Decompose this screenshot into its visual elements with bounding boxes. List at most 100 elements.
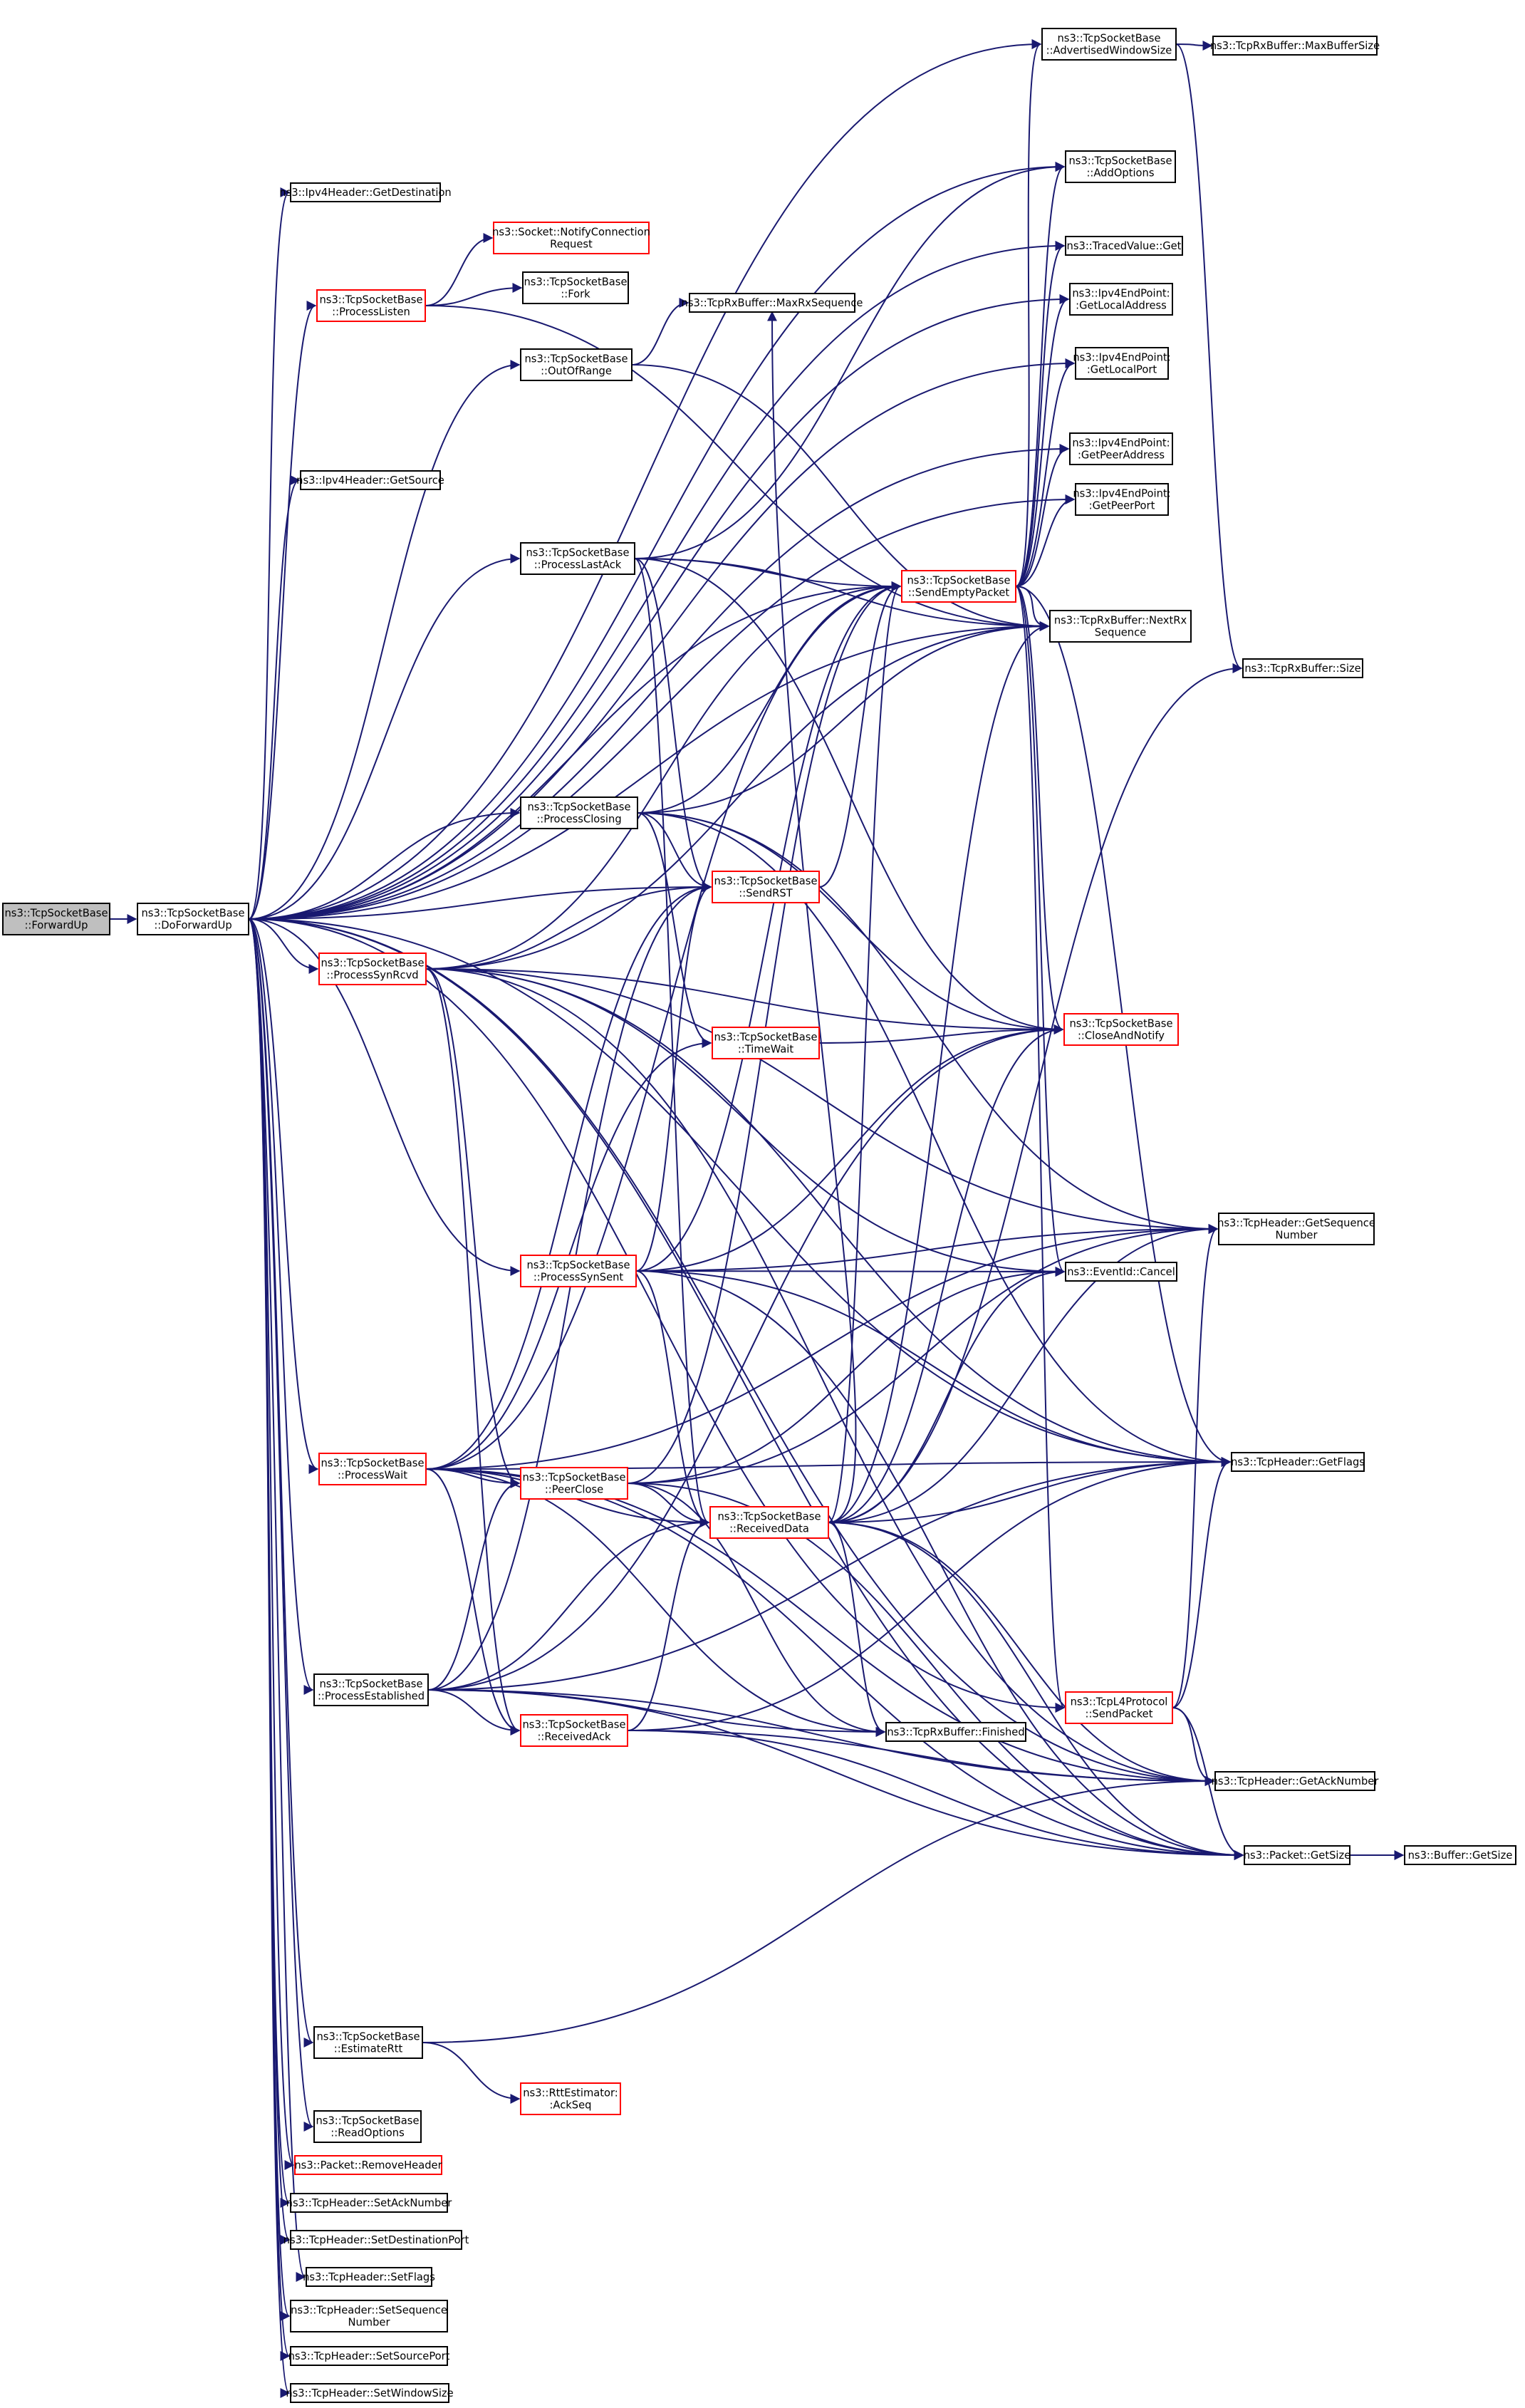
- node-finished[interactable]: ns3::TcpRxBuffer::Finished: [885, 1722, 1026, 1742]
- edge-doforwardup-to-processwait: [248, 918, 319, 1474]
- edge-processlisten-to-nextrxseq: [425, 305, 1050, 631]
- node-removeheader[interactable]: ns3::Packet::RemoveHeader: [294, 2155, 443, 2175]
- node-sendrst[interactable]: ns3::TcpSocketBase::SendRST: [712, 871, 820, 903]
- node-ipv4_getsource[interactable]: ns3::Ipv4Header::GetSource: [296, 470, 444, 490]
- node-setflags[interactable]: ns3::TcpHeader::SetFlags: [303, 2267, 435, 2287]
- node-getpeerport[interactable]: ns3::Ipv4EndPoint::GetPeerPort: [1073, 483, 1171, 516]
- edge-advwindowsize-to-rxbuffersize: [1175, 43, 1243, 673]
- node-doforwardup[interactable]: ns3::TcpSocketBase::DoForwardUp: [137, 903, 249, 935]
- node-box: [522, 271, 629, 304]
- node-label: ns3::TcpHeader::GetFlags: [1231, 1456, 1365, 1468]
- node-fork[interactable]: ns3::TcpSocketBase::Fork: [522, 271, 629, 304]
- node-label: ns3::Buffer::GetSize: [1408, 1849, 1513, 1862]
- node-processlastack[interactable]: ns3::TcpSocketBase::ProcessLastAck: [520, 542, 635, 575]
- node-receivedack[interactable]: ns3::TcpSocketBase::ReceivedAck: [520, 1714, 628, 1747]
- edge-sendemptypacket-to-getlocalport: [1015, 358, 1076, 587]
- node-packetgetsize[interactable]: ns3::Packet::GetSize: [1244, 1845, 1350, 1865]
- node-ipv4_getdest[interactable]: ns3::Ipv4Header::GetDestination: [279, 182, 452, 202]
- edge-processclosing-to-nextrxseq: [637, 621, 1050, 814]
- node-sendemptypacket[interactable]: ns3::TcpSocketBase::SendEmptyPacket: [901, 570, 1016, 603]
- node-addoptions[interactable]: ns3::TcpSocketBase::AddOptions: [1065, 150, 1176, 183]
- node-peerclose[interactable]: ns3::TcpSocketBase::PeerClose: [520, 1467, 628, 1500]
- node-setsourceport[interactable]: ns3::TcpHeader::SetSourcePort: [288, 2346, 450, 2366]
- edge-processclosing-to-closeandnotify: [637, 812, 1064, 1034]
- node-getacknumber[interactable]: ns3::TcpHeader::GetAckNumber: [1212, 1771, 1380, 1791]
- node-box: [1244, 1845, 1350, 1865]
- node-label: ::ProcessWait: [338, 1470, 407, 1482]
- edge-receiveddata-to-getseqnumber: [828, 1224, 1219, 1523]
- node-setdestport[interactable]: ns3::TcpHeader::SetDestinationPort: [283, 2230, 469, 2250]
- node-receiveddata[interactable]: ns3::TcpSocketBase::ReceivedData: [709, 1506, 829, 1539]
- edge-doforwardup-to-processestablished: [248, 918, 314, 1695]
- node-forwardup[interactable]: ns3::TcpSocketBase::ForwardUp: [2, 903, 110, 935]
- node-timewait[interactable]: ns3::TcpSocketBase::TimeWait: [712, 1027, 820, 1059]
- node-label: :AckSeq: [549, 2100, 591, 2112]
- node-readoptions[interactable]: ns3::TcpSocketBase::ReadOptions: [313, 2110, 422, 2143]
- node-tracedvalueget[interactable]: ns3::TracedValue::Get: [1065, 236, 1183, 256]
- node-box: [520, 348, 633, 381]
- node-outofrange[interactable]: ns3::TcpSocketBase::OutOfRange: [520, 348, 633, 381]
- edge-receiveddata-to-getflags: [828, 1457, 1232, 1523]
- edge-timewait-to-closeandnotify: [818, 1024, 1064, 1044]
- node-label: ns3::TcpHeader::SetAckNumber: [286, 2197, 453, 2209]
- node-processclosing[interactable]: ns3::TcpSocketBase::ProcessClosing: [520, 796, 638, 829]
- edge-doforwardup-to-addoptions: [248, 162, 1066, 920]
- edge-doforwardup-to-processlisten: [248, 301, 317, 920]
- node-label: ::DoForwardUp: [154, 920, 231, 932]
- node-box: [709, 1506, 829, 1539]
- node-box: [1049, 610, 1192, 643]
- node-label: ::ProcessSynSent: [534, 1272, 624, 1284]
- node-box: [1075, 347, 1169, 380]
- edge-doforwardup-to-ipv4_getsource: [248, 475, 301, 920]
- node-box: [1218, 1213, 1375, 1245]
- node-box: [300, 470, 441, 490]
- node-getflags[interactable]: ns3::TcpHeader::GetFlags: [1231, 1452, 1365, 1472]
- node-label: ::ProcessLastAck: [534, 559, 622, 571]
- node-label: ns3::RttEstimator:: [523, 2087, 618, 2100]
- node-box: [318, 953, 427, 985]
- node-closeandnotify[interactable]: ns3::TcpSocketBase::CloseAndNotify: [1063, 1013, 1179, 1046]
- edge-processestablished-to-receivedack: [427, 1689, 521, 1735]
- node-box: [1075, 483, 1169, 516]
- node-processestablished[interactable]: ns3::TcpSocketBase::ProcessEstablished: [313, 1673, 429, 1706]
- node-box: [290, 2300, 448, 2332]
- node-box: [290, 182, 441, 202]
- node-box: [1214, 1771, 1375, 1791]
- node-maxbuffersize[interactable]: ns3::TcpRxBuffer::MaxBufferSize: [1210, 36, 1380, 56]
- node-setacknumber[interactable]: ns3::TcpHeader::SetAckNumber: [286, 2193, 453, 2213]
- edge-processclosing-to-sendrst: [637, 812, 712, 892]
- node-estimatertt[interactable]: ns3::TcpSocketBase::EstimateRtt: [313, 2026, 423, 2059]
- node-getlocaladdress[interactable]: ns3::Ipv4EndPoint::GetLocalAddress: [1069, 283, 1173, 316]
- edge-processsynsent-to-getflags: [635, 1270, 1232, 1467]
- node-processlisten[interactable]: ns3::TcpSocketBase::ProcessListen: [316, 289, 426, 322]
- node-maxrxseq[interactable]: ns3::TcpRxBuffer::MaxRxSequence: [682, 293, 863, 313]
- node-label: ns3::TcpSocketBase: [522, 1719, 625, 1731]
- node-getpeeraddress[interactable]: ns3::Ipv4EndPoint::GetPeerAddress: [1069, 432, 1173, 465]
- node-label: ns3::TcpHeader::SetFlags: [303, 2271, 435, 2283]
- node-label: ::ReceivedData: [729, 1523, 809, 1535]
- node-processsynrcvd[interactable]: ns3::TcpSocketBase::ProcessSynRcvd: [318, 953, 427, 985]
- node-rxbuffersize[interactable]: ns3::TcpRxBuffer::Size: [1242, 658, 1363, 678]
- edge-processsynsent-to-getseqnumber: [635, 1224, 1219, 1272]
- node-processwait[interactable]: ns3::TcpSocketBase::ProcessWait: [318, 1453, 427, 1485]
- node-label: ns3::TcpSocketBase: [522, 1472, 625, 1484]
- node-box: [306, 2267, 432, 2287]
- node-box: [520, 542, 635, 575]
- node-label: :GetPeerPort: [1089, 500, 1155, 512]
- node-setwindowsize[interactable]: ns3::TcpHeader::SetWindowSize: [286, 2383, 454, 2403]
- node-processsynsent[interactable]: ns3::TcpSocketBase::ProcessSynSent: [520, 1255, 637, 1287]
- edge-processwait-to-sendemptypacket: [425, 581, 902, 1470]
- node-buffergetsize[interactable]: ns3::Buffer::GetSize: [1404, 1845, 1516, 1865]
- edge-doforwardup-to-sendrst: [248, 882, 712, 920]
- node-l4sendpacket[interactable]: ns3::TcpL4Protocol::SendPacket: [1065, 1691, 1173, 1724]
- node-rttackseq[interactable]: ns3::RttEstimator::AckSeq: [520, 2082, 621, 2115]
- edge-sendemptypacket-to-l4sendpacket: [1015, 586, 1066, 1713]
- node-label: ns3::Ipv4EndPoint:: [1072, 437, 1170, 450]
- node-eventidcancel[interactable]: ns3::EventId::Cancel: [1065, 1262, 1177, 1282]
- node-getlocalport[interactable]: ns3::Ipv4EndPoint::GetLocalPort: [1073, 347, 1171, 380]
- node-advwindowsize[interactable]: ns3::TcpSocketBase::AdvertisedWindowSize: [1041, 28, 1177, 61]
